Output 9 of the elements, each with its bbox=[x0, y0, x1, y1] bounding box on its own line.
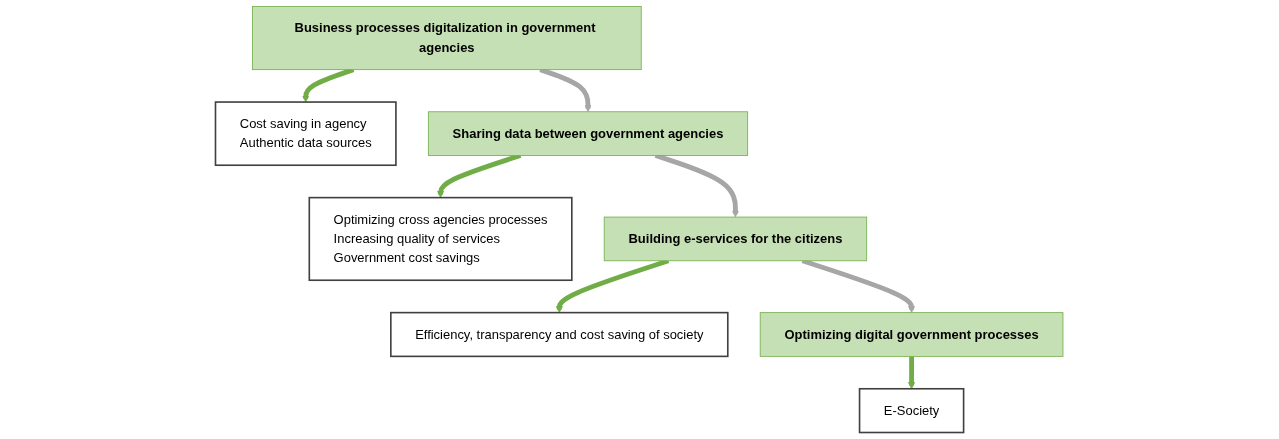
arrow bbox=[908, 356, 916, 390]
node-box: Optimizing cross agencies processes Increasing quality of services Government cost savings bbox=[308, 196, 573, 282]
node-box: Cost saving in agency Authentic data sources bbox=[214, 101, 397, 167]
node-box: Building e-services for the citizens bbox=[604, 216, 868, 262]
node-box: Business processes digitalization in government agencies bbox=[252, 6, 642, 71]
node-box: Sharing data between government agencies bbox=[428, 111, 749, 156]
node-box: Optimizing digital government processes bbox=[760, 312, 1064, 357]
node-box: E-Society bbox=[859, 387, 965, 434]
node-box: Efficiency, transparency and cost saving of society bbox=[390, 311, 729, 358]
